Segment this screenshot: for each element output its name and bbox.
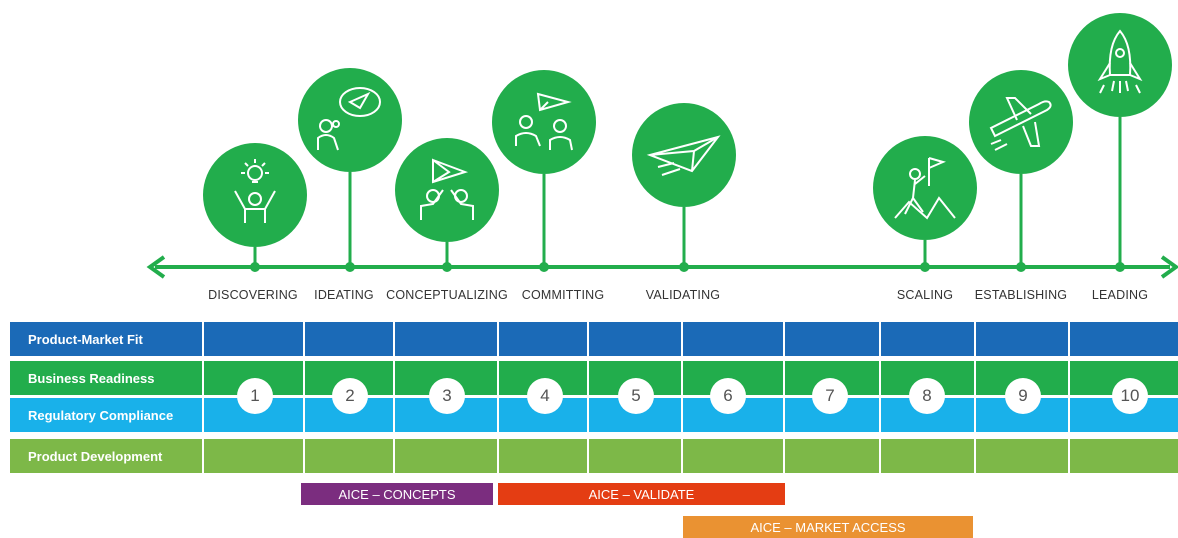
lightbulb-person-icon <box>234 159 276 223</box>
stage-number-10: 10 <box>1112 378 1148 414</box>
people-plane-icon <box>515 92 573 151</box>
timeline-diagram <box>146 13 1178 279</box>
stage-label-discovering: DISCOVERING <box>208 288 298 302</box>
airplane-icon <box>989 97 1052 151</box>
row-regulatory-compliance: Regulatory Compliance <box>10 398 1178 432</box>
stage-label-leading: LEADING <box>1091 288 1149 302</box>
milestone-5 <box>632 103 736 272</box>
aice-market-access-bar: AICE – MARKET ACCESS <box>683 516 973 538</box>
grid-cell <box>1068 439 1178 473</box>
grid-cell <box>497 322 587 356</box>
grid-cell <box>681 439 783 473</box>
grid-cell <box>393 322 497 356</box>
grid-cell <box>783 439 879 473</box>
milestone-10 <box>1068 13 1172 272</box>
stage-label-committing: COMMITTING <box>521 288 605 302</box>
stage-number-4: 4 <box>527 378 563 414</box>
stage-label-validating: VALIDATING <box>645 288 721 302</box>
milestone-8 <box>873 136 977 272</box>
grid-cell <box>1068 322 1178 356</box>
row-product-development: Product Development <box>10 439 1178 473</box>
grid-cell <box>879 322 974 356</box>
rocket-icon <box>1097 29 1143 94</box>
stage-label-establishing: ESTABLISHING <box>974 288 1068 302</box>
row-label: Product-Market Fit <box>10 322 202 356</box>
grid-cell <box>974 322 1068 356</box>
thinking-person-plane-icon <box>317 87 381 151</box>
stage-number-9: 9 <box>1005 378 1041 414</box>
grid-cell <box>587 322 681 356</box>
stage-number-6: 6 <box>710 378 746 414</box>
stage-label-scaling: SCALING <box>896 288 954 302</box>
arrow-left-icon <box>146 255 166 279</box>
stage-number-8: 8 <box>909 378 945 414</box>
stage-number-7: 7 <box>812 378 848 414</box>
grid-cell <box>974 439 1068 473</box>
row-label: Business Readiness <box>10 361 202 395</box>
grid-cell <box>202 439 303 473</box>
milestone-2 <box>298 68 402 272</box>
row-product-market-fit: Product-Market Fit <box>10 322 1178 356</box>
climber-flag-icon <box>894 157 956 220</box>
grid-cell <box>681 322 783 356</box>
grid-cell <box>303 322 393 356</box>
stage-number-5: 5 <box>618 378 654 414</box>
grid-cell <box>393 439 497 473</box>
high-five-plane-icon <box>420 158 474 220</box>
stage-number-3: 3 <box>429 378 465 414</box>
arrow-right-icon <box>1160 255 1178 279</box>
grid-cell <box>497 439 587 473</box>
milestone-9 <box>969 70 1073 272</box>
grid-cell <box>587 439 681 473</box>
stage-number-2: 2 <box>332 378 368 414</box>
grid-cell <box>783 322 879 356</box>
milestone-4 <box>492 70 596 272</box>
grid-cell <box>879 439 974 473</box>
paper-plane-icon <box>646 135 721 176</box>
grid-cell <box>202 322 303 356</box>
milestone-1 <box>203 143 307 272</box>
stage-label-ideating: IDEATING <box>314 288 374 302</box>
stage-label-conceptualizing: CONCEPTUALIZING <box>386 288 508 302</box>
milestone-3 <box>395 138 499 272</box>
row-label: Regulatory Compliance <box>10 398 202 432</box>
stage-number-1: 1 <box>237 378 273 414</box>
aice-concepts-bar: AICE – CONCEPTS <box>301 483 493 505</box>
grid-cell <box>303 439 393 473</box>
aice-validate-bar: AICE – VALIDATE <box>498 483 785 505</box>
row-label: Product Development <box>10 439 202 473</box>
row-business-readiness: Business Readiness <box>10 361 1178 395</box>
